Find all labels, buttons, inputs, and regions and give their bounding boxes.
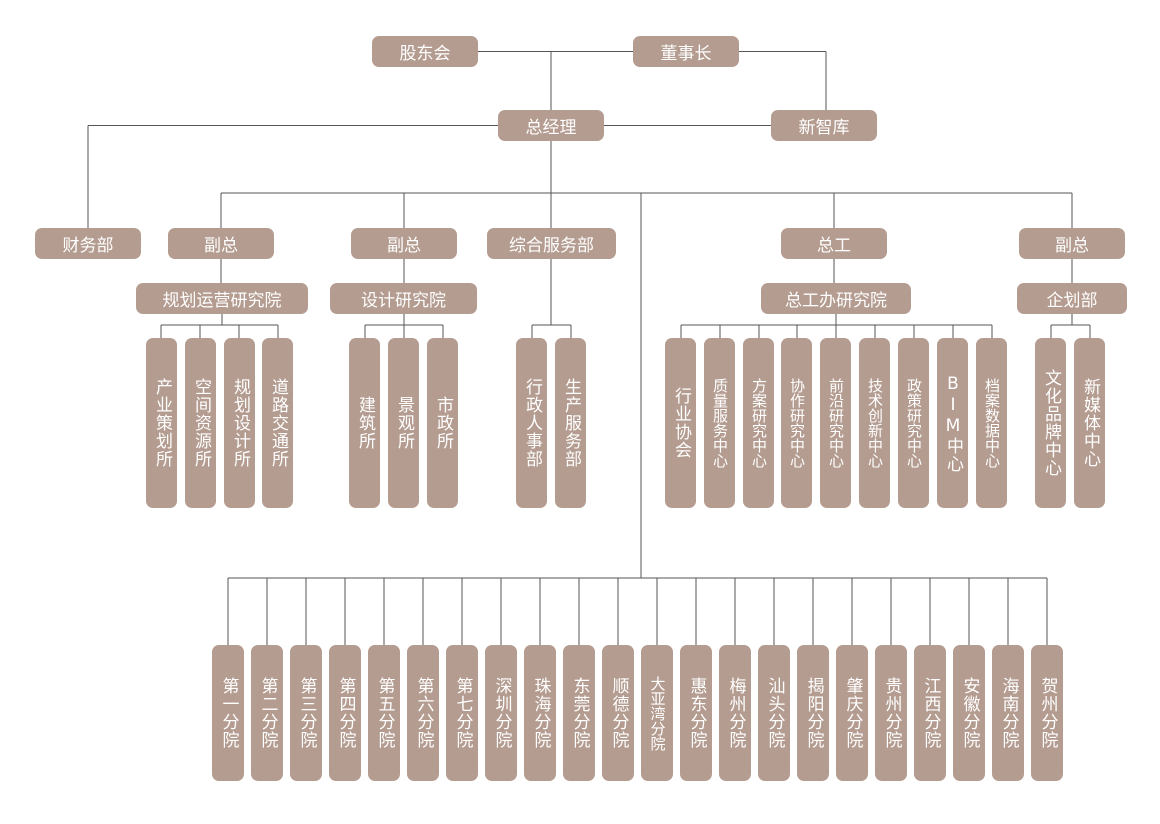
unit-policy-research-center: 政策研究中心: [898, 338, 929, 508]
vice-president-3-box: 副总: [1019, 228, 1125, 259]
chief-engineer-box: 总工: [781, 228, 887, 259]
unit-archive-data-center: 档案数据中心: [976, 338, 1007, 508]
unit-quality-service-center: 质量服务中心: [704, 338, 735, 508]
chief-office-institute-box: 总工办研究院: [761, 283, 911, 314]
unit-scheme-research-center: 方案研究中心: [743, 338, 774, 508]
think-tank-box: 新智库: [771, 110, 877, 141]
branch-4: 第四分院: [329, 645, 361, 781]
unit-collaboration-research-center: 协作研究中心: [781, 338, 812, 508]
unit-municipal: 市政所: [427, 338, 458, 508]
finance-dept-box: 财务部: [35, 228, 141, 259]
planning-dept-box: 企划部: [1017, 283, 1127, 314]
branch-6: 第六分院: [407, 645, 439, 781]
unit-industry-association: 行业协会: [665, 338, 696, 508]
unit-landscape: 景观所: [388, 338, 419, 508]
shareholders-box: 股东会: [372, 36, 478, 67]
branch-2: 第二分院: [251, 645, 283, 781]
general-service-dept-box: 综合服务部: [487, 228, 616, 259]
branch-meizhou: 梅州分院: [719, 645, 751, 781]
branch-hainan: 海南分院: [992, 645, 1024, 781]
branch-guizhou: 贵州分院: [875, 645, 907, 781]
unit-tech-innovation-center: 技术创新中心: [859, 338, 890, 508]
branch-jieyang: 揭阳分院: [797, 645, 829, 781]
branch-anhui: 安徽分院: [953, 645, 985, 781]
unit-bim-center: BIM中心: [937, 338, 968, 508]
branch-huidong: 惠东分院: [680, 645, 712, 781]
unit-planning-design: 规划设计所: [224, 338, 255, 508]
branch-shantou: 汕头分院: [758, 645, 790, 781]
vice-president-2-box: 副总: [351, 228, 457, 259]
design-institute-box: 设计研究院: [330, 283, 477, 314]
unit-production-service: 生产服务部: [555, 338, 586, 508]
branch-zhaoqing: 肇庆分院: [836, 645, 868, 781]
unit-spatial-resource: 空间资源所: [185, 338, 216, 508]
chairman-box: 董事长: [633, 36, 739, 67]
branch-5: 第五分院: [368, 645, 400, 781]
branch-7: 第七分院: [446, 645, 478, 781]
branch-shunde: 顺德分院: [602, 645, 634, 781]
branch-hezhou: 贺州分院: [1031, 645, 1063, 781]
unit-road-traffic: 道路交通所: [262, 338, 293, 508]
unit-architecture: 建筑所: [349, 338, 380, 508]
branch-1: 第一分院: [212, 645, 244, 781]
unit-culture-brand-center: 文化品牌中心: [1035, 338, 1066, 508]
branch-zhuhai: 珠海分院: [524, 645, 556, 781]
unit-new-media-center: 新媒体中心: [1074, 338, 1105, 508]
vice-president-1-box: 副总: [168, 228, 274, 259]
general-manager-box: 总经理: [498, 110, 604, 141]
unit-frontier-research-center: 前沿研究中心: [820, 338, 851, 508]
branch-shenzhen: 深圳分院: [485, 645, 517, 781]
branch-3: 第三分院: [290, 645, 322, 781]
unit-admin-hr: 行政人事部: [516, 338, 547, 508]
branch-jiangxi: 江西分院: [914, 645, 946, 781]
branch-dongguan: 东莞分院: [563, 645, 595, 781]
unit-industry-planning: 产业策划所: [146, 338, 177, 508]
planning-institute-box: 规划运营研究院: [136, 283, 308, 314]
branch-dayawan: 大亚湾分院: [641, 645, 673, 781]
